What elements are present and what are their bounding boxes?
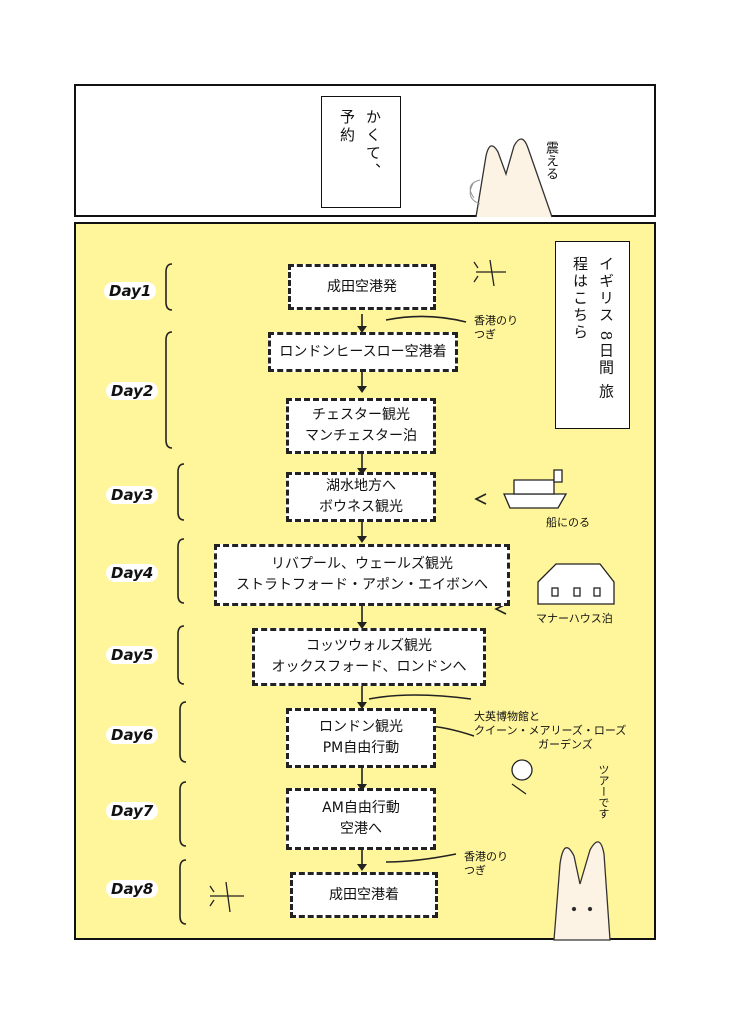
step-line1: ロンドンヒースロー空港着 (279, 343, 447, 360)
caption-box: かくて、予約 (321, 96, 401, 208)
step-line1: 成田空港発 (327, 278, 397, 295)
museum-note-line: ガーデンズ (538, 738, 593, 751)
day-label: Day3 (106, 486, 159, 504)
step-line2: マンチェスター泊 (305, 428, 417, 444)
rabbit-peek-drawing (469, 138, 553, 218)
step-box: AM自由行動 空港へ (286, 788, 436, 850)
day-label: Day6 (106, 726, 159, 744)
step-line2: ストラトフォード・アポン・エイボンへ (236, 577, 488, 593)
museum-note-line: 大英博物館と (474, 710, 540, 723)
day-label: Day7 (106, 802, 159, 820)
museum-note-line: クイーン・メアリーズ・ローズ (474, 724, 627, 737)
rabbit-drawing (553, 841, 611, 941)
step-box: 成田空港発 (288, 264, 436, 310)
day-label: Day5 (106, 646, 159, 664)
trembling-sfx: 震える (543, 141, 558, 180)
itinerary-panel: イギリス 8日間 旅程はこちら Day1 Day2 Day3 Day4 Day5… (74, 222, 656, 941)
step-box: 湖水地方へ ボウネス観光 (286, 472, 436, 522)
day-label: Day2 (106, 382, 159, 400)
top-panel: かくて、予約 震える (74, 84, 656, 218)
hongkong-transfer-note: 香港のりつぎ (464, 850, 508, 877)
rose-icon (511, 759, 533, 795)
step-box: 成田空港着 (290, 872, 438, 918)
flow-decorations (165, 259, 615, 941)
tour-note: ツアーです (597, 764, 610, 819)
step-box: コッツウォルズ観光 オックスフォード、ロンドンへ (252, 628, 486, 686)
step-line2: PM自由行動 (322, 740, 400, 756)
step-box: ロンドン観光 PM自由行動 (286, 708, 436, 768)
step-box: リバプール、ウェールズ観光 ストラトフォード・アポン・エイボンへ (214, 544, 510, 606)
ship-note: 船にのる (546, 516, 590, 529)
itinerary-title-box: イギリス 8日間 旅程はこちら (555, 241, 630, 429)
step-line1: リバプール、ウェールズ観光 (271, 556, 453, 572)
step-line1: コッツウォルズ観光 (306, 638, 432, 654)
day-label: Day4 (106, 564, 159, 582)
day-label: Day8 (106, 880, 159, 898)
step-line1: チェスター観光 (312, 407, 410, 423)
step-line2: オックスフォード、ロンドンへ (271, 659, 467, 675)
hongkong-transfer-note: 香港のりつぎ (474, 314, 518, 341)
step-line2: ボウネス観光 (319, 499, 403, 515)
manor-house-icon (537, 563, 615, 605)
manor-note: マナーハウス泊 (536, 612, 613, 625)
plane-icon (473, 259, 506, 287)
step-line2: 空港へ (340, 821, 382, 837)
plane-icon (209, 881, 244, 913)
step-line1: 成田空港着 (329, 886, 399, 903)
step-line1: ロンドン観光 (319, 719, 403, 735)
step-box: チェスター観光 マンチェスター泊 (286, 398, 436, 454)
step-line1: AM自由行動 (322, 800, 400, 816)
step-line1: 湖水地方へ (326, 478, 396, 494)
step-box: ロンドンヒースロー空港着 (268, 332, 458, 372)
museum-note: 大英博物館と クイーン・メアリーズ・ローズ ガーデンズ (474, 710, 626, 752)
day-label: Day1 (104, 282, 157, 300)
ship-icon (503, 469, 568, 509)
